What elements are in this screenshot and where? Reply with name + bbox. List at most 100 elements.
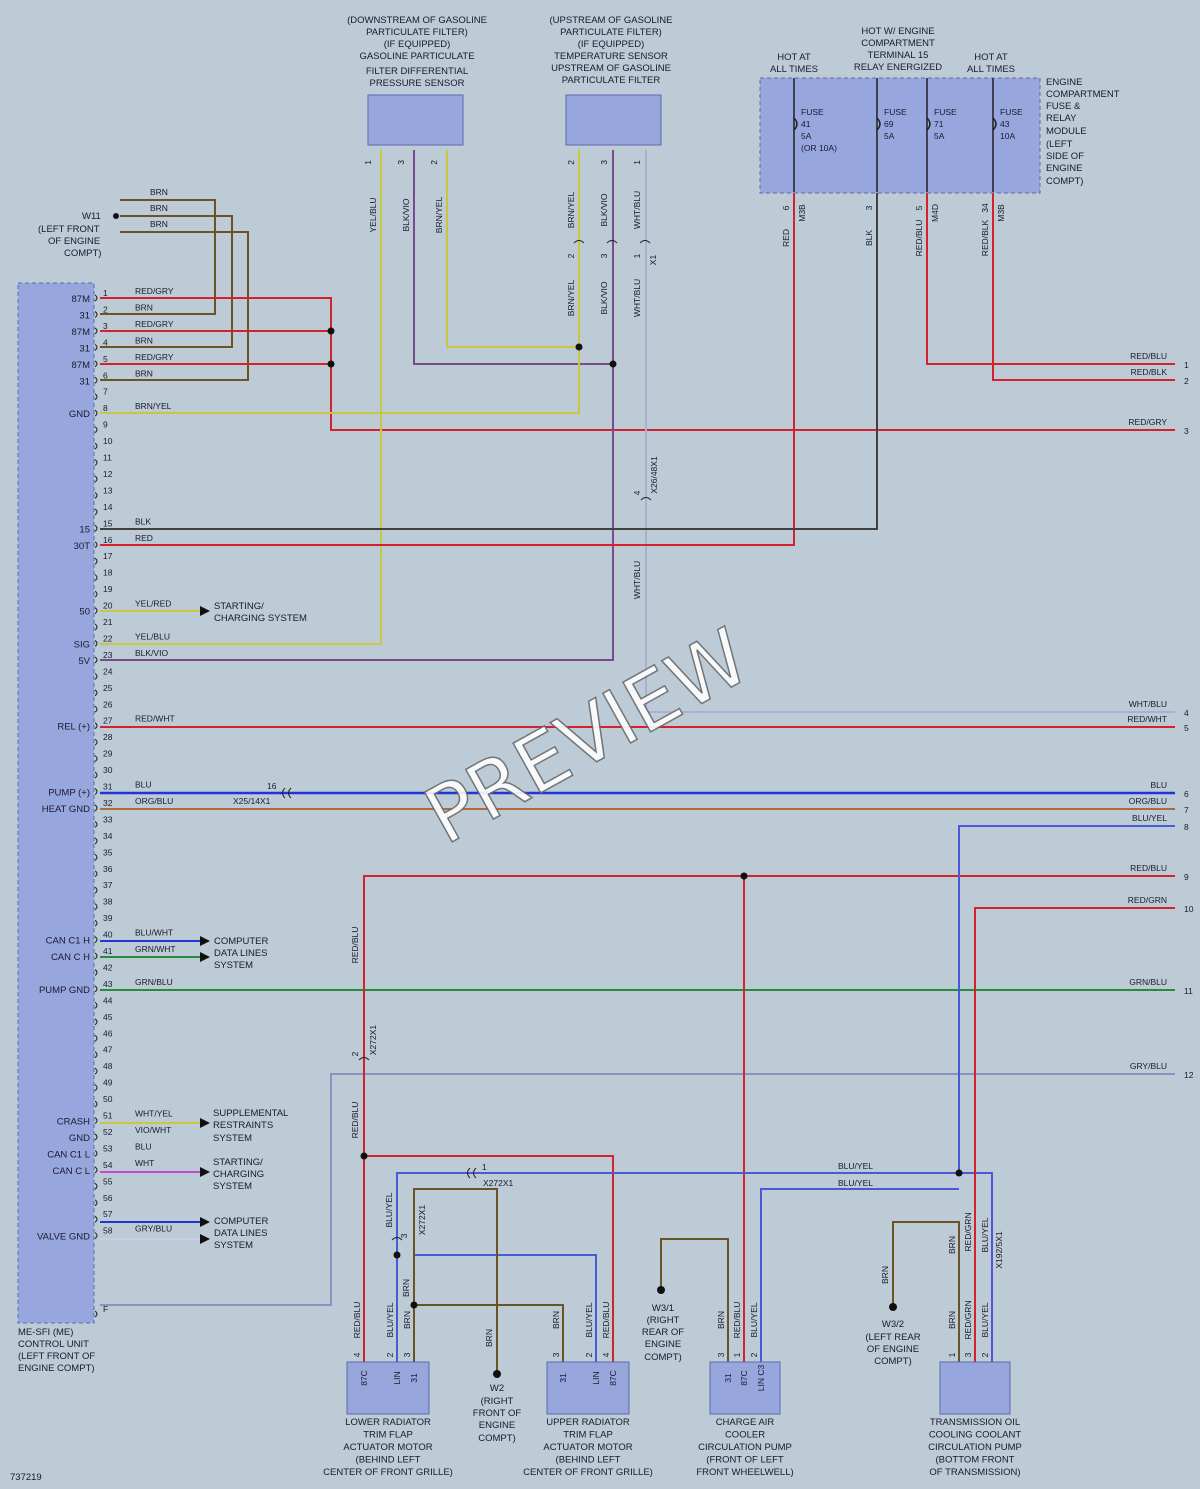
- component-caption: (BEHIND LEFT: [556, 1455, 621, 1466]
- ground-w11-caption: COMPT): [64, 248, 101, 259]
- ecu-wire-color-label: RED: [135, 533, 153, 543]
- ecu-wire-color-label: YEL/RED: [135, 599, 171, 609]
- arrow-icon: [200, 1118, 210, 1128]
- output-number: 5: [1184, 723, 1189, 733]
- ground-caption: REAR OF: [642, 1327, 684, 1338]
- wire-brn-pin4: [100, 215, 233, 348]
- wire-layer: [100, 150, 1175, 1372]
- wire-label: RED/GRN: [963, 1212, 973, 1251]
- wire-brn-upper-trim: [414, 1304, 564, 1362]
- ecu-terminal-label: 5V: [78, 656, 90, 667]
- wire-brn-w3-2: [892, 1221, 960, 1362]
- ground-w3-1-icon: [657, 1286, 665, 1294]
- wire-blu-yel-8: [958, 825, 1175, 1173]
- component-caption: CENTER OF FRONT GRILLE): [523, 1467, 653, 1478]
- ecu-pin-number: 54: [103, 1160, 113, 1170]
- component-wire-label: BRN: [947, 1311, 957, 1329]
- connector-icon: [606, 240, 618, 244]
- pin-label: 1: [632, 253, 642, 258]
- ref-line: SYSTEM: [214, 1240, 253, 1251]
- wire-blu-yel-lower-trim: [396, 1172, 959, 1362]
- ecu-wire-color-label: BRN: [135, 302, 153, 312]
- pin-terminal-icon: [94, 837, 98, 845]
- component-terminal-label: 31: [723, 1373, 733, 1383]
- wire-blu-yel-upper-trim: [414, 1254, 597, 1362]
- pin-terminal-icon: [94, 821, 98, 828]
- output-number: 9: [1184, 872, 1189, 882]
- pin-label: 1: [482, 1162, 487, 1172]
- pin-terminal-icon: [94, 409, 98, 417]
- ecu-terminal-label: 50: [79, 607, 90, 618]
- caption-line: MODULE: [1046, 126, 1087, 137]
- sensor-downstream: (DOWNSTREAM OF GASOLINE PARTICULATE FILT…: [347, 15, 487, 233]
- ecu-wire-labels: RED/GRYBRNRED/GRYBRNRED/GRYBRNBRN/YELBLK…: [135, 286, 176, 1234]
- output-wire-label: RED/WHT: [1127, 714, 1167, 724]
- pin-label: 2: [350, 1051, 360, 1056]
- ecu-pin-number: 49: [103, 1078, 113, 1088]
- pin-terminal-icon: [94, 327, 98, 335]
- ecu-terminal-label: SIG: [74, 639, 90, 650]
- output-wire-label: BLU: [1150, 780, 1167, 790]
- component-caption: CIRCULATION PUMP: [698, 1442, 792, 1453]
- output-number: 12: [1184, 1070, 1194, 1080]
- wire-label: BRN: [947, 1236, 957, 1254]
- component-wire-label: RED/BLU: [601, 1302, 611, 1339]
- component-pin-label: 4: [601, 1352, 611, 1357]
- ecu-pin-number: 56: [103, 1193, 113, 1203]
- ref-line: SYSTEM: [213, 1133, 252, 1144]
- pin-terminal-icon: [94, 393, 98, 401]
- ecu-pin-number: 6: [103, 370, 108, 380]
- pin-terminal-icon: [94, 689, 98, 697]
- ecu-terminal-label: 31: [79, 310, 90, 321]
- component-caption: CIRCULATION PUMP: [928, 1442, 1022, 1453]
- ecu-pin-number: 37: [103, 880, 113, 890]
- ecu-pin-number: 19: [103, 584, 113, 594]
- pin-terminal-icon: [94, 1100, 98, 1108]
- connector-icon: [639, 240, 651, 244]
- ecu-pin-number: 20: [103, 601, 113, 611]
- ecu-wire-color-label: BLK/VIO: [135, 648, 168, 658]
- component-caption: CENTER OF FRONT GRILLE): [323, 1467, 453, 1478]
- junction-dots: [113, 213, 963, 1309]
- caption-line: PARTICULATE FILTER): [560, 27, 662, 38]
- pin-terminal-icon: [94, 672, 98, 680]
- fuse-label: 43: [1000, 119, 1010, 129]
- ecu-pin-number: 24: [103, 666, 113, 676]
- fuse-pin-label: 3: [864, 205, 874, 210]
- component-wire-label: RED/GRN: [963, 1300, 973, 1339]
- ecu-wire-color-label: VIO/WHT: [135, 1125, 171, 1135]
- connector-x1-symbols: [573, 240, 651, 244]
- pin-terminal-icon: [94, 459, 98, 466]
- ground-caption: OF ENGINE: [867, 1344, 919, 1355]
- ecu-terminal-label: 87M: [72, 294, 91, 305]
- ecu-pin-number: 46: [103, 1028, 113, 1038]
- ecu-box: [17, 282, 95, 1324]
- ecu-pin-number: 51: [103, 1111, 113, 1121]
- component-wire-label: BRN: [716, 1311, 726, 1329]
- ecu-wire-color-label: BLU: [135, 780, 152, 790]
- component-terminal-label: 31: [409, 1373, 419, 1383]
- arrow-icon: [200, 1217, 210, 1227]
- pin-terminal-icon: [94, 294, 98, 302]
- ground-caption: ENGINE: [479, 1420, 515, 1431]
- pin-label: 3: [399, 1233, 409, 1238]
- ecu-pin-number: 29: [103, 749, 113, 759]
- pin-terminal-icon: [94, 936, 98, 943]
- pin-terminal-icon: [94, 590, 98, 598]
- ref-line: RESTRAINTS: [213, 1120, 273, 1131]
- reference-labels: STARTING/ CHARGING SYSTEM COMPUTER DATA …: [213, 601, 307, 1251]
- pin-terminal-icon: [94, 903, 98, 911]
- ecu-wire-color-label: GRN/WHT: [135, 944, 176, 954]
- caption-line: (IF EQUIPPED): [384, 39, 451, 50]
- pin-terminal-icon: [94, 1166, 98, 1174]
- connector-icon: [640, 497, 652, 501]
- component-caption: COOLING COOLANT: [929, 1430, 1022, 1441]
- ecu-pin-number: 7: [103, 387, 108, 397]
- component-terminal-label: LIN C3: [756, 1365, 766, 1392]
- caption-line: (IF EQUIPPED): [578, 39, 645, 50]
- ecu-pin-number: 45: [103, 1012, 113, 1022]
- header-line: RELAY ENERGIZED: [854, 62, 942, 73]
- pin-terminal-icon: [94, 442, 98, 450]
- ecu-terminal-label: CAN C L: [53, 1166, 90, 1177]
